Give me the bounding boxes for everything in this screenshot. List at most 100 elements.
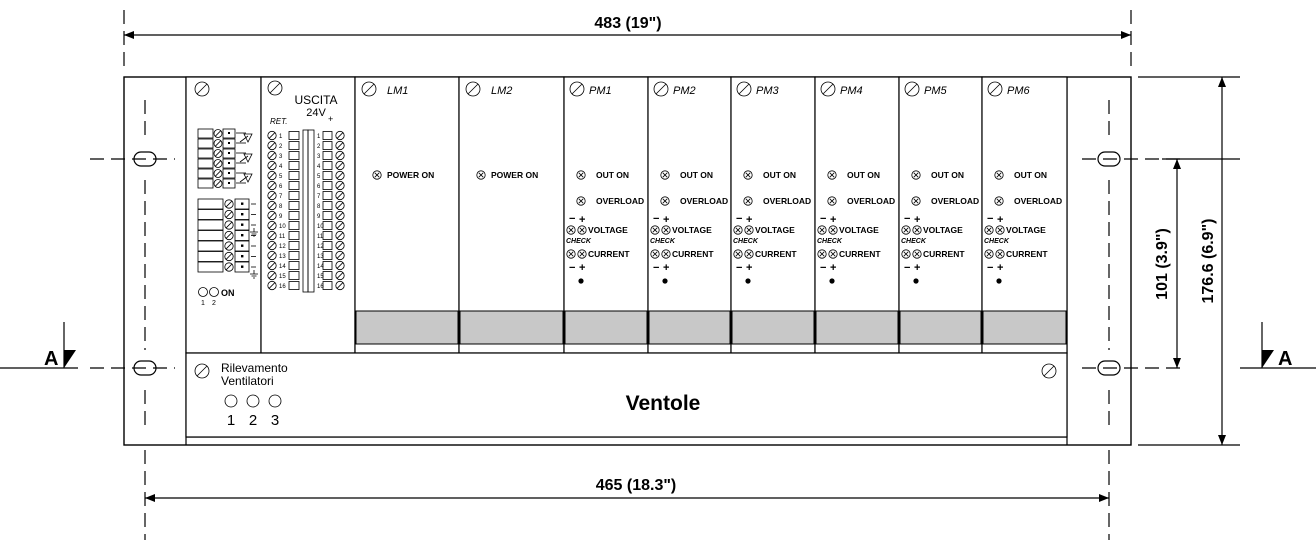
relay-screw — [213, 159, 223, 168]
output-right-number: 4 — [317, 164, 321, 170]
fan-panel: Rilevamento Ventilatori 1 2 3 Ventole — [185, 352, 1068, 438]
output-left-screw — [267, 190, 277, 201]
current-led-minus — [984, 249, 994, 259]
current-label: CURRENT — [672, 249, 714, 259]
check-label: CHECK — [901, 238, 927, 245]
relay-on-leds: ON 1 2 — [198, 287, 235, 307]
output-left-number: 7 — [279, 194, 283, 200]
output-left-number: 3 — [279, 154, 283, 160]
relay-module-screw — [194, 81, 210, 97]
relay-terminal — [197, 128, 214, 139]
voltage-plus: + — [997, 214, 1003, 226]
relay-led-1-label: 1 — [201, 300, 205, 307]
voltage-led-plus — [577, 225, 587, 235]
output-right-screw — [335, 170, 345, 181]
output-right-screw — [335, 160, 345, 171]
current-led-plus — [661, 249, 671, 259]
voltage-minus: − — [736, 213, 742, 225]
overload-led — [576, 196, 586, 206]
mount-slot-tr — [1097, 151, 1121, 167]
power-on-led — [476, 170, 486, 180]
pm-screw — [904, 81, 920, 97]
output-voltage: 24V — [306, 107, 326, 119]
relay-screw — [213, 139, 223, 148]
relay-screw — [224, 220, 234, 230]
bottom-dimension-label: 465 (18.3") — [596, 477, 677, 494]
current-minus: − — [736, 262, 742, 274]
section-mark-left-label: A — [44, 348, 58, 370]
module-label-strip — [648, 310, 731, 345]
output-left-screw — [267, 230, 277, 241]
current-label: CURRENT — [755, 249, 797, 259]
output-left-screw — [267, 150, 277, 161]
module-label-strip — [355, 310, 459, 345]
relay-screw — [224, 241, 234, 251]
out-on-led — [994, 170, 1004, 180]
relay-terminal — [197, 230, 224, 241]
right-dimension-inner-label: 101 (3.9") — [1154, 228, 1171, 300]
current-led-minus — [566, 249, 576, 259]
power-on-led — [372, 170, 382, 180]
current-minus: − — [569, 262, 575, 274]
output-left-number: 8 — [279, 204, 283, 210]
out-on-led — [911, 170, 921, 180]
output-left-screw — [267, 250, 277, 261]
pm-screw — [987, 81, 1003, 97]
test-point — [662, 278, 668, 284]
relay-terminal — [197, 198, 224, 210]
fan-led-1 — [224, 394, 238, 408]
pm-name: PM6 — [1007, 85, 1031, 97]
output-right-number: 8 — [317, 204, 321, 210]
voltage-led-plus — [661, 225, 671, 235]
current-minus: − — [904, 262, 910, 274]
relay-terminal — [197, 168, 214, 179]
bottom-dimension: 465 (18.3") — [144, 450, 1110, 540]
check-label: CHECK — [733, 238, 759, 245]
current-plus: + — [997, 262, 1003, 274]
output-right-number: 9 — [317, 214, 321, 220]
test-point — [913, 278, 919, 284]
voltage-led-minus — [817, 225, 827, 235]
output-left-number: 4 — [279, 164, 283, 170]
mount-slot-br — [1097, 360, 1121, 376]
output-module-screw — [267, 80, 283, 96]
output-right-screw — [335, 150, 345, 161]
check-label: CHECK — [984, 238, 1010, 245]
current-led-plus — [828, 249, 838, 259]
output-right-number: 14 — [317, 264, 324, 270]
voltage-minus: − — [820, 213, 826, 225]
top-dimension: 483 (19") — [123, 10, 1132, 72]
lm-name: LM2 — [491, 85, 512, 97]
relay-terminal — [197, 209, 224, 220]
pm-name: PM1 — [589, 85, 612, 97]
fan-led-1-label: 1 — [227, 412, 235, 429]
test-point — [578, 278, 584, 284]
overload-label: OVERLOAD — [931, 196, 979, 206]
output-right-number: 6 — [317, 184, 321, 190]
voltage-plus: + — [914, 214, 920, 226]
current-led-plus — [577, 249, 587, 259]
pm-screw — [736, 81, 752, 97]
relay-led-1 — [198, 287, 208, 297]
output-right-screw — [335, 130, 345, 141]
lm-screw — [361, 81, 377, 97]
output-right-screw — [335, 250, 345, 261]
pm-screw — [820, 81, 836, 97]
overload-led — [827, 196, 837, 206]
relay-screw — [224, 262, 234, 272]
output-right-number: 1 — [317, 134, 321, 140]
out-on-led — [660, 170, 670, 180]
voltage-led-plus — [912, 225, 922, 235]
overload-led — [911, 196, 921, 206]
check-label: CHECK — [650, 238, 676, 245]
overload-label: OVERLOAD — [763, 196, 811, 206]
output-left-screw — [267, 200, 277, 211]
output-right-number: 13 — [317, 254, 324, 260]
output-right-screw — [335, 200, 345, 211]
out-on-label: OUT ON — [1014, 170, 1047, 180]
output-right-screw — [335, 280, 345, 291]
output-left-number: 13 — [279, 254, 286, 260]
top-dimension-label: 483 (19") — [594, 15, 661, 32]
